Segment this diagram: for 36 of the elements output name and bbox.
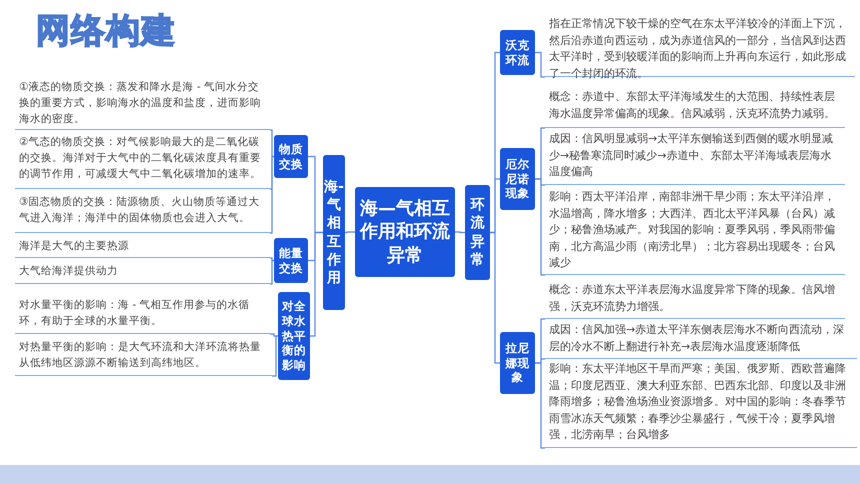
note-text: 成因：信风加强→赤道太平洋东侧表层海水不断向西流动，深层的冷水不断上翻进行补充→表层海水温度逐渐降低 bbox=[545, 321, 857, 359]
subtopic-box: 沃克环流 bbox=[500, 30, 535, 75]
branch-topic: 环流异常 bbox=[465, 185, 490, 280]
note-text: 对热量平衡的影响：是大气环流和大洋环流将热量从低纬地区源源不断输送到高纬地区。 bbox=[15, 338, 272, 376]
connector-line bbox=[270, 333, 278, 337]
note-text: 成因：信风明显减弱→太平洋东侧输送到西侧的暖水明显减少→秘鲁寒流同时减少→赤道中、东部太平洋海域表层海水温度偏高 bbox=[545, 130, 845, 185]
connector-line bbox=[270, 260, 274, 285]
connector-line bbox=[490, 232, 500, 364]
subtopic-box: 厄尔尼诺现象 bbox=[500, 148, 535, 210]
connector-line bbox=[270, 129, 274, 158]
title: 网络构建 bbox=[36, 10, 176, 53]
note-text: ①液态的物质交换：蒸发和降水是海 - 气间水分交换的重要方式，影响海水的温度和盐度，进而影响海水的密度。 bbox=[15, 78, 270, 130]
subtopic-box: 对全球水热平衡的影响 bbox=[278, 292, 310, 380]
connector-line bbox=[272, 335, 278, 377]
note-text: ②气态的物质交换：对气候影响最大的是二氧化碳的交换。海洋对于大气中的二氧化碳浓度具有重要的调节作用，可减缓大气中二氧化碳增加的速率。 bbox=[15, 133, 270, 189]
note-text: 概念：赤道东太平洋表层海水温度异常下降的现象。信风增强，沃克环流势力增强。 bbox=[545, 281, 845, 319]
note-text: 影响：东太平洋地区干旱而严寒；美国、俄罗斯、西欧普遍降温；印度尼西亚、澳大利亚东部、巴西东北部、印度以及非洲降雨增多；秘鲁渔场渔业资源增多。对中国的影响：冬春季节雨雪冰冻天气频繁；春季沙尘暴盛行，气候干冷；夏季风增强，北涝南旱；台风增多 bbox=[545, 360, 857, 448]
branch-topic: 海-气相互作用 bbox=[323, 155, 345, 310]
note-text: 大气给海洋提供动力 bbox=[15, 262, 270, 284]
note-text: 对水量平衡的影响：海 - 气相互作用参与的水循环，有助于全球的水量平衡。 bbox=[15, 296, 270, 334]
subtopic-box: 拉尼娜现象 bbox=[500, 332, 535, 394]
subtopic-box: 物质交换 bbox=[274, 135, 308, 178]
note-text: 影响：西太平洋沿岸，南部非洲干旱少雨；东太平洋沿岸，水温增高，降水增多；大西洋、西北太平洋风暴（台风）减少；秘鲁渔场减产。对我国的影响：夏季风弱，季风雨带偏南，北方高温少雨（南涝北旱）；北方容易出现暖冬；台风减少 bbox=[545, 188, 845, 275]
central-topic: 海—气相互作用和环流异常 bbox=[355, 187, 455, 277]
subtopic-box: 能量交换 bbox=[274, 238, 308, 283]
connector-line bbox=[535, 178, 545, 276]
connector-line bbox=[535, 362, 545, 449]
note-text: 海洋是大气的主要热源 bbox=[15, 237, 270, 258]
note-text: 指在正常情况下较干燥的空气在东太平洋较冷的洋面上下沉，然后沿赤道向西运动，成为赤道信风的一部分，当信风到达西太平洋时，受到较暖洋面的影响而上升再向东运行，如此形成了一个封闭的环流。 bbox=[545, 15, 855, 77]
connector-line bbox=[345, 231, 355, 234]
connector-line bbox=[535, 52, 545, 78]
note-text: ③固态物质的交换：陆源物质、火山物质等通过大气进入海洋；海洋中的固体物质也会进入大气。 bbox=[15, 193, 270, 233]
note-text: 概念：赤道中、东部太平洋海域发生的大范围、持续性表层海水温度异常偏高的现象。信风减弱，沃克环流势力减弱。 bbox=[545, 88, 845, 128]
connector-line bbox=[270, 156, 274, 234]
connector-line bbox=[310, 232, 323, 337]
connector-line bbox=[455, 231, 465, 234]
